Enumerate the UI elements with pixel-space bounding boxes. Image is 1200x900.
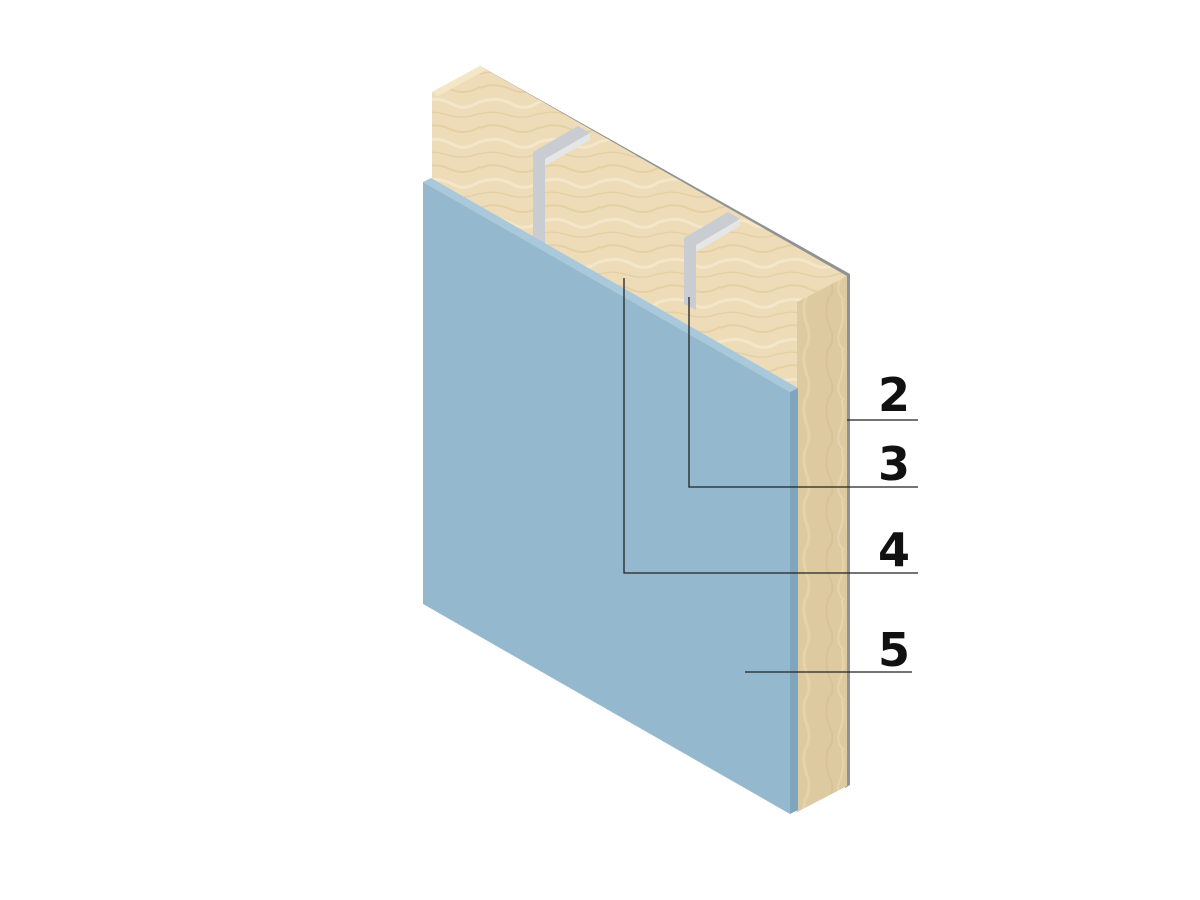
callout-4: 4	[878, 523, 910, 577]
leader-line-4	[623, 278, 918, 574]
callout-5: 5	[878, 623, 910, 677]
board-layer	[423, 178, 798, 814]
leader-line-3	[688, 297, 918, 488]
leader-lines	[623, 278, 918, 673]
callout-numbers: 2 3 4 5	[878, 368, 910, 677]
callout-2: 2	[878, 368, 910, 422]
steel-profile-layer	[533, 126, 740, 310]
callout-3: 3	[878, 437, 910, 491]
